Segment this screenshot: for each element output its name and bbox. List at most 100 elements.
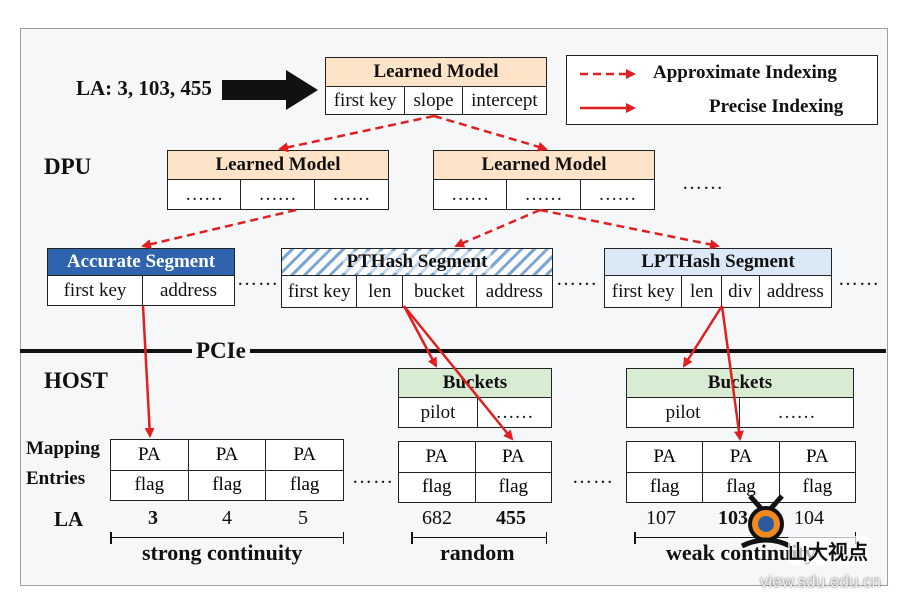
pcie-label: PCIe <box>192 338 250 364</box>
dpu-label: DPU <box>44 154 92 179</box>
mid-model-2-field: …… <box>434 180 508 209</box>
pthash-segment-fields: first key len bucket address <box>281 276 553 308</box>
mapping-group-3: PA PA PA flag flag flag <box>626 441 856 503</box>
buckets-1-more: …… <box>495 401 534 423</box>
buckets-2-fields: pilot …… <box>626 398 854 428</box>
flag-cell: flag <box>399 472 476 503</box>
flag-cell: flag <box>266 470 344 501</box>
pthash-field-len: len <box>357 276 404 307</box>
mapping-group-1: PA PA PA flag flag flag <box>110 439 344 501</box>
root-model-fields: first key slope intercept <box>325 87 547 115</box>
pa-cell: PA <box>188 440 267 471</box>
segments-ellipsis-2: …… <box>556 268 598 290</box>
mid-model-1-field: …… <box>168 180 242 209</box>
watermark-url: view.sdu.edu.cn <box>760 572 881 591</box>
lpthash-field-address: address <box>766 280 824 302</box>
flag-cell: flag <box>703 472 780 503</box>
la-value: 455 <box>496 507 526 529</box>
la-value: 104 <box>794 507 824 529</box>
approx-arrow <box>141 208 297 250</box>
segments-ellipsis-1: …… <box>237 268 279 290</box>
la-value: 107 <box>646 507 676 529</box>
pa-cell: PA <box>703 442 780 473</box>
caption-random: random <box>436 540 519 566</box>
pa-cell: PA <box>266 440 344 471</box>
root-field-slope: slope <box>405 87 463 114</box>
buckets-1-fields: pilot …… <box>398 398 552 428</box>
accurate-field-address: address <box>160 279 217 301</box>
pa-cell: PA <box>779 442 856 473</box>
mid-models-ellipsis: …… <box>682 172 724 194</box>
mid-model-2-field: …… <box>507 180 581 209</box>
mapping-ellipsis-2: …… <box>572 466 614 488</box>
precise-arrow <box>720 305 744 441</box>
pa-cell: PA <box>627 442 704 473</box>
root-field-intercept: intercept <box>471 89 538 111</box>
accurate-segment-fields: first key address <box>47 276 235 306</box>
buckets-2-more: …… <box>777 401 816 423</box>
legend-approx-label: Approximate Indexing <box>653 62 837 83</box>
caption-strong-continuity: strong continuity <box>138 540 307 566</box>
flag-cell: flag <box>779 472 856 503</box>
bracket-random <box>411 532 547 544</box>
mid-model-1-field: …… <box>241 180 315 209</box>
pthash-field-first-key: first key <box>282 276 358 307</box>
buckets-1-header: Buckets <box>398 368 552 398</box>
flag-cell: flag <box>627 472 704 503</box>
lpthash-segment-fields: first key len div address <box>604 276 832 308</box>
precise-arrow <box>141 305 155 438</box>
precise-arrow <box>682 305 724 368</box>
lpthash-field-len: len <box>682 276 722 307</box>
segments-ellipsis-3: …… <box>838 268 880 290</box>
pa-cell: PA <box>475 442 552 473</box>
buckets-2-pilot: pilot <box>627 398 740 427</box>
accurate-field-first-key: first key <box>48 276 143 305</box>
watermark-brand: 山大视点 <box>788 536 868 565</box>
pthash-segment-header: PTHash Segment <box>281 248 553 276</box>
pa-cell: PA <box>111 440 189 471</box>
pthash-field-bucket: bucket <box>403 276 477 307</box>
root-field-first-key: first key <box>326 87 406 114</box>
la-value: 3 <box>148 507 158 529</box>
approx-arrow <box>278 114 435 153</box>
root-model-header: Learned Model <box>325 57 547 87</box>
lpthash-segment-header: LPTHash Segment <box>604 248 832 276</box>
pa-cell: PA <box>399 442 476 473</box>
watermark-logo-icon <box>740 494 792 549</box>
approx-arrow <box>454 208 541 248</box>
mapping-ellipsis-1: …… <box>352 466 394 488</box>
bracket-strong <box>110 532 344 544</box>
approx-arrow <box>433 114 548 152</box>
legend-precise-label: Precise Indexing <box>709 96 844 117</box>
accurate-segment-header: Accurate Segment <box>47 248 235 276</box>
precise-arrow <box>402 305 438 368</box>
mid-model-1-header: Learned Model <box>167 150 389 180</box>
la-value: 103 <box>718 507 748 529</box>
flag-cell: flag <box>475 472 552 503</box>
mid-model-2-fields: …… …… …… <box>433 180 655 210</box>
approx-arrow <box>539 208 720 250</box>
mapping-group-2: PA PA flag flag <box>398 441 552 503</box>
precise-arrow <box>403 305 514 441</box>
flag-cell: flag <box>188 470 267 501</box>
pthash-field-address: address <box>485 280 543 302</box>
buckets-1-pilot: pilot <box>399 398 478 427</box>
lpthash-field-first-key: first key <box>605 276 683 307</box>
flag-cell: flag <box>111 470 189 501</box>
la-value: 4 <box>222 507 232 529</box>
mid-model-1-fields: …… …… …… <box>167 180 389 210</box>
input-arrow <box>222 70 318 110</box>
lpthash-field-div: div <box>722 276 760 307</box>
mapping-entries-label: Mapping Entries <box>26 438 100 489</box>
la-value: 5 <box>298 507 308 529</box>
host-label: HOST <box>44 368 108 393</box>
mid-model-2-field: …… <box>598 183 637 205</box>
mid-model-1-field: …… <box>332 183 371 205</box>
la-input-label: LA: 3, 103, 455 <box>76 76 212 100</box>
pthash-segment-title: PTHash Segment <box>342 251 492 273</box>
la-row-label: LA <box>54 507 84 531</box>
pcie-divider <box>20 349 886 353</box>
la-value: 682 <box>422 507 452 529</box>
